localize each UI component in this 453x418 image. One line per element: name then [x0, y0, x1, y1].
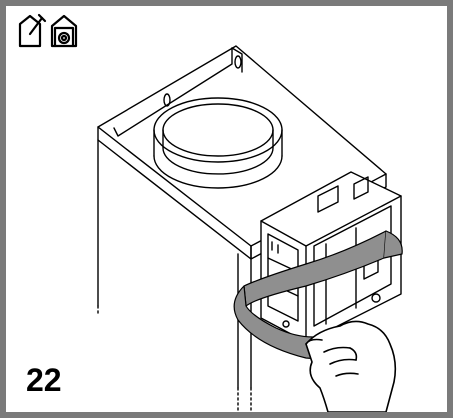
- house-with-pipe-icon: [18, 13, 47, 48]
- installation-illustration: [18, 13, 403, 412]
- step-number: 22: [26, 362, 62, 398]
- adhesive-tape: [233, 230, 403, 359]
- hand-illustration: [305, 320, 397, 412]
- duct-ring: [153, 97, 283, 189]
- house-with-recirculation-icon: [50, 14, 78, 48]
- hood-body: [97, 139, 252, 411]
- mounting-bracket: [113, 47, 243, 137]
